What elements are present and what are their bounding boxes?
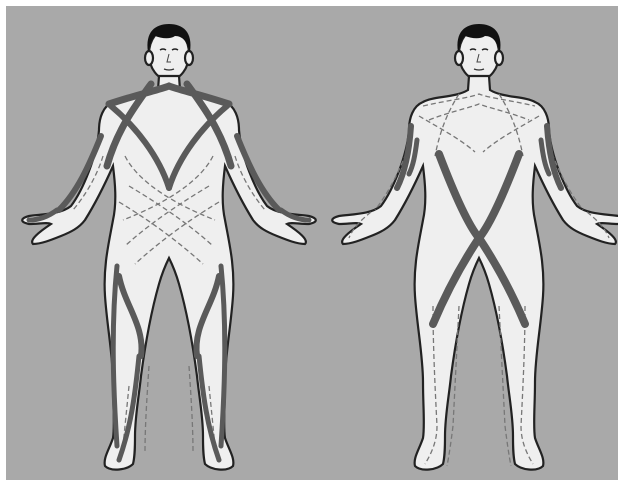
meridian-diagram-panel — [6, 6, 618, 480]
